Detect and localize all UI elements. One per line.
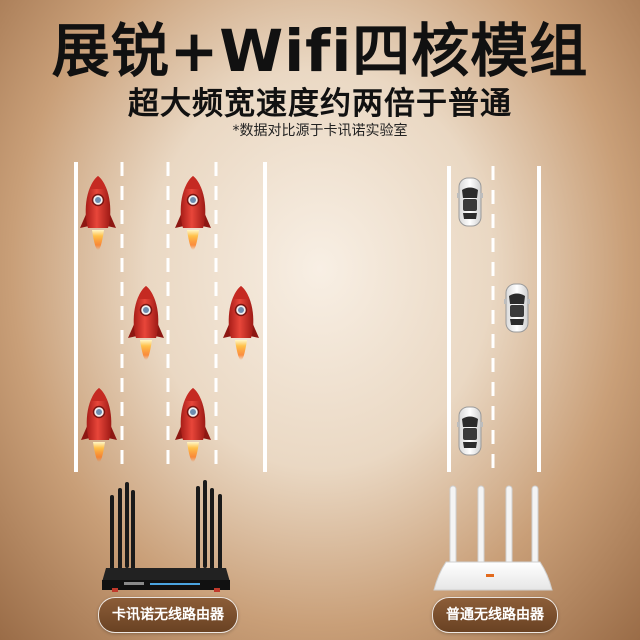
rocket-icon: [174, 175, 212, 251]
rocket-icon: [222, 285, 260, 361]
car-icon: [503, 283, 531, 333]
router-black-icon: [102, 480, 230, 592]
page-subtitle: 超大频宽速度约两倍于普通: [128, 86, 512, 122]
rocket-icon: [127, 285, 165, 361]
left-lanes: [74, 162, 267, 472]
right-lanes: [447, 166, 541, 472]
left-product-label: 卡讯诺无线路由器: [98, 597, 238, 633]
rocket-icon: [174, 387, 212, 463]
car-icon: [456, 406, 484, 456]
page-title: 展锐+Wifi四核模组: [51, 17, 589, 85]
right-product-label: 普通无线路由器: [432, 597, 558, 633]
source-note: *数据对比源于卡讯诺实验室: [232, 123, 408, 139]
car-icon: [456, 177, 484, 227]
rocket-icon: [80, 387, 118, 463]
rocket-icon: [79, 175, 117, 251]
router-white-icon: [433, 485, 553, 591]
